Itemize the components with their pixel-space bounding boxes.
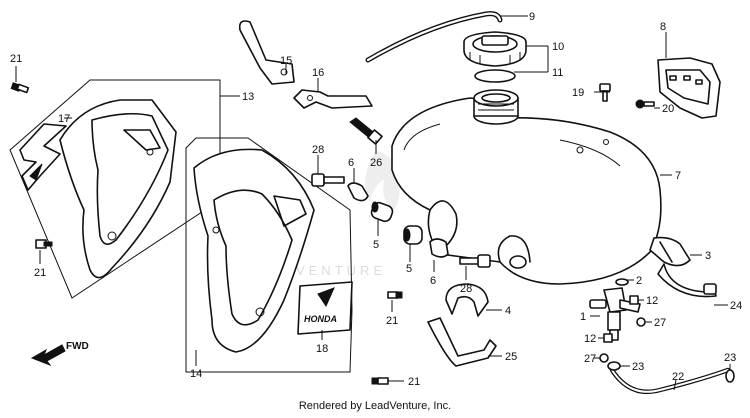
clip-23-right xyxy=(725,369,735,383)
cap-gasket xyxy=(474,69,516,83)
bolt-19 xyxy=(599,83,611,102)
callout-24: 24 xyxy=(730,300,742,312)
callout-16: 16 xyxy=(312,67,324,79)
callout-4: 4 xyxy=(505,305,511,317)
callout-11: 11 xyxy=(552,67,563,79)
callout-27-upper: 27 xyxy=(654,317,666,329)
left-shroud-group-outline xyxy=(9,79,221,299)
strap-right xyxy=(657,263,717,298)
fuel-line xyxy=(609,367,731,394)
callout-20: 20 xyxy=(662,103,674,115)
right-shroud-group-outline xyxy=(185,137,353,373)
callout-15: 15 xyxy=(280,55,292,67)
bolt-26 xyxy=(349,117,383,145)
screw-27-upper xyxy=(636,317,646,327)
grommet xyxy=(649,236,691,267)
fuel-valve xyxy=(589,287,641,341)
callout-17: 17 xyxy=(58,113,70,125)
bolt-20 xyxy=(635,99,655,109)
screw-12-upper xyxy=(629,295,639,305)
callout-6-left: 6 xyxy=(348,157,354,169)
clip-23-left xyxy=(607,361,621,371)
filler-neck xyxy=(473,89,519,125)
callout-5-middle: 5 xyxy=(406,263,412,275)
callout-22: 22 xyxy=(672,371,684,383)
bolt-21-top-left xyxy=(10,82,30,94)
collar-5-left xyxy=(370,201,394,223)
callout-10: 10 xyxy=(552,41,564,53)
callout-2: 2 xyxy=(636,275,642,287)
collar-5-middle xyxy=(403,225,423,245)
emblem-8 xyxy=(657,57,721,119)
callout-21-top-left: 21 xyxy=(10,53,22,65)
callout-23-right: 23 xyxy=(724,352,736,364)
callout-18: 18 xyxy=(316,343,328,355)
fuel-cap xyxy=(463,31,527,67)
callout-12-upper: 12 xyxy=(646,295,658,307)
screw-12-lower xyxy=(603,333,613,343)
badge-text: HONDA xyxy=(304,314,337,324)
bolt-21-middle xyxy=(387,291,403,299)
rubber-mount-6-right xyxy=(429,238,449,258)
bolt-28-left xyxy=(311,173,345,187)
callout-21-left: 21 xyxy=(34,267,46,279)
bracket-upper xyxy=(238,20,295,85)
fwd-label: FWD xyxy=(66,341,89,352)
fwd-arrow: FWD xyxy=(30,341,89,367)
callout-5-left: 5 xyxy=(373,239,379,251)
bolt-28-right xyxy=(459,254,491,268)
callout-19: 19 xyxy=(572,87,584,99)
callout-23-left: 23 xyxy=(632,361,644,373)
callout-13: 13 xyxy=(242,91,254,103)
bolt-21-left xyxy=(35,239,53,249)
callout-14: 14 xyxy=(190,368,202,380)
honda-badge: HONDA xyxy=(297,281,353,335)
left-shroud xyxy=(59,99,177,279)
callout-21-middle: 21 xyxy=(386,315,398,327)
callout-28-left: 28 xyxy=(312,144,324,156)
callout-28-right: 28 xyxy=(460,283,472,295)
callout-7: 7 xyxy=(675,170,681,182)
callout-12-lower: 12 xyxy=(584,333,596,345)
fuel-tank xyxy=(391,97,662,285)
callout-8: 8 xyxy=(660,21,666,33)
bolt-21-bottom xyxy=(371,377,389,385)
washer-2 xyxy=(615,278,629,286)
strap-left xyxy=(427,317,497,367)
callout-25: 25 xyxy=(505,351,517,363)
screw-27-lower xyxy=(599,353,609,363)
bracket-lower xyxy=(293,89,373,109)
callout-3: 3 xyxy=(705,250,711,262)
leader-lines xyxy=(15,15,731,391)
callout-6-right: 6 xyxy=(430,275,436,287)
credit-line: Rendered by LeadVenture, Inc. xyxy=(298,400,452,412)
callout-27-lower: 27 xyxy=(584,353,596,365)
callout-21-bottom: 21 xyxy=(408,376,420,388)
callout-1: 1 xyxy=(580,311,586,323)
callout-26: 26 xyxy=(370,157,382,169)
rubber-mount-6-left xyxy=(347,182,369,202)
right-shroud xyxy=(193,148,315,353)
callout-9: 9 xyxy=(529,11,535,23)
callouts: 9 10 11 8 19 20 7 3 24 2 1 12 27 12 27 2… xyxy=(10,11,742,388)
mount-clamp xyxy=(445,283,489,317)
left-decal xyxy=(19,123,67,191)
